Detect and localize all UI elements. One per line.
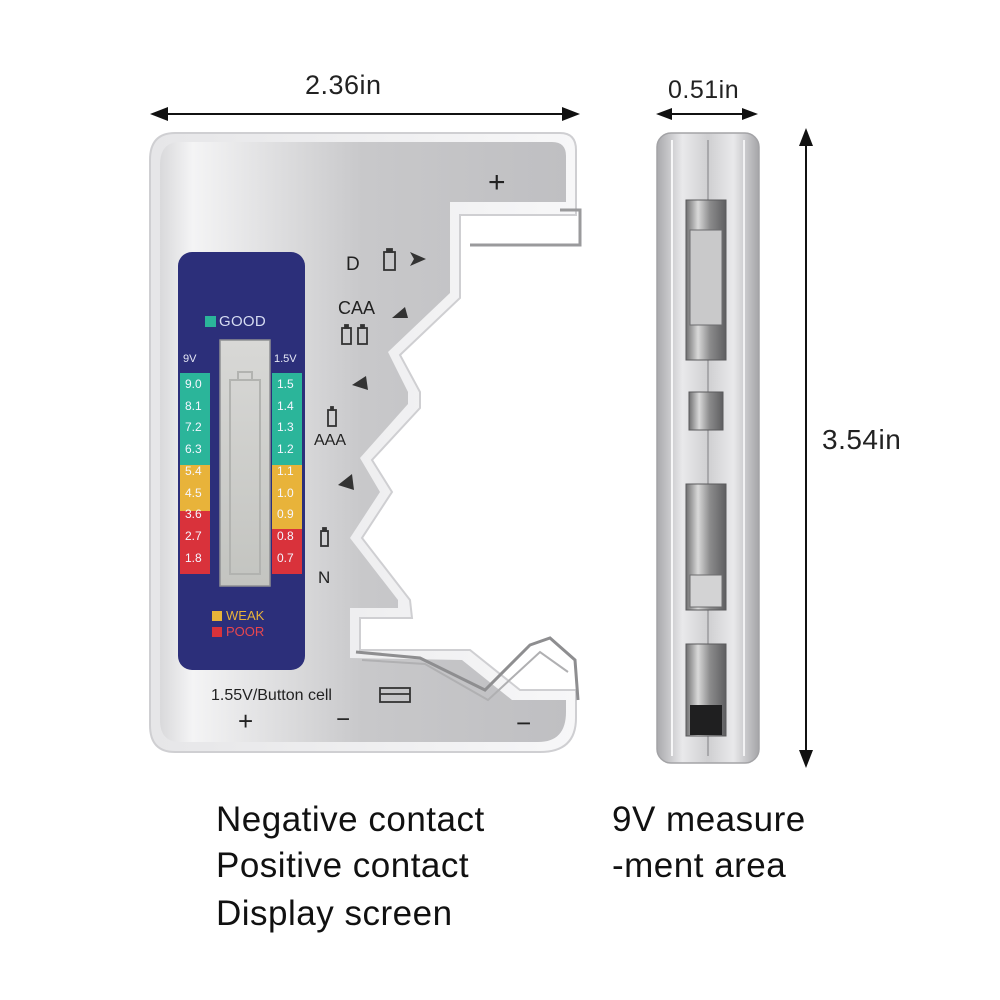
weak-legend-swatch [212,611,222,621]
top-contact-clip [470,208,582,247]
scale-1v5-value: 1.2 [277,442,294,457]
scale-9v-value: 8.1 [185,398,202,413]
bottom-spring-contact [355,636,580,701]
side-contact-clips [685,199,727,737]
button-cell-label: 1.55V/Button cell [211,687,332,704]
width-dimension-label: 2.36in [305,70,382,100]
caption-negative-contact: Negative contact [216,800,485,839]
scale-1v5-value: 1.1 [277,463,294,478]
caa-battery-icon [341,324,368,345]
d-slot-label: D [346,254,360,275]
scale-9v-value: 5.4 [185,463,202,478]
scale-9v-value: 9.0 [185,377,202,391]
caption-positive-contact: Positive contact [216,846,470,885]
scale-1v5-value: 1.4 [277,398,294,413]
caption-display-screen: Display screen [216,894,453,933]
middle-slot-arrow-icon [352,376,368,390]
n-battery-icon [320,527,329,547]
right-negative-terminal-label: − [516,708,532,738]
caa-slot-label: CAA [338,298,376,318]
good-legend-label: GOOD [219,313,267,330]
scale-9v-value: 3.6 [185,507,202,522]
bottom-positive-terminal-label: + [238,706,254,736]
scale-1v5-value: 1.5 [277,377,294,391]
lcd-battery-outline [229,371,261,575]
scale-9v-colors [180,373,210,574]
scale-9v-value: 1.8 [185,550,202,565]
bottom-negative-terminal-label: − [336,706,351,733]
scale-1v5-value: 0.7 [277,550,294,565]
aaa-slot-label: AAA [314,432,347,449]
d-battery-icon [383,248,396,271]
poor-legend-swatch [212,627,222,637]
scale-1v5-value: 0.8 [277,528,294,543]
height-dimension-label: 3.54in [822,424,902,455]
weak-legend-label: WEAK [226,608,265,623]
height-arrow [799,128,813,768]
aaa-battery-icon [327,406,337,427]
depth-dimension-label: 0.51in [668,76,740,104]
top-positive-terminal-label: + [488,166,506,199]
scale-1v5-value: 1.3 [277,420,294,435]
poor-legend-label: POOR [226,624,265,639]
button-cell-icon [379,687,411,703]
scale-9v-value: 7.2 [185,420,202,435]
scale-9v-value: 4.5 [185,485,202,500]
good-legend-swatch [205,316,216,327]
caption-9v-measure: 9V measure [612,800,806,839]
scale-9v-value: 6.3 [185,442,202,457]
caa-slot-arrow-icon [392,307,408,318]
caption-measurement-area: -ment area [612,846,787,885]
scale-9v-value: 2.7 [185,528,202,543]
scale-1v5-value: 1.0 [277,485,294,500]
depth-arrow [656,108,758,120]
scale-1v5-value: 0.9 [277,507,294,522]
d-slot-arrow-icon [410,252,426,266]
scale-9v-header: 9V [183,353,197,365]
n-slot-label: N [318,568,331,587]
aaa-slot-arrow-icon [338,474,354,490]
width-arrow [150,107,580,121]
scale-1v5-header: 1.5V [274,353,297,365]
scale-1v5-colors [272,373,302,574]
